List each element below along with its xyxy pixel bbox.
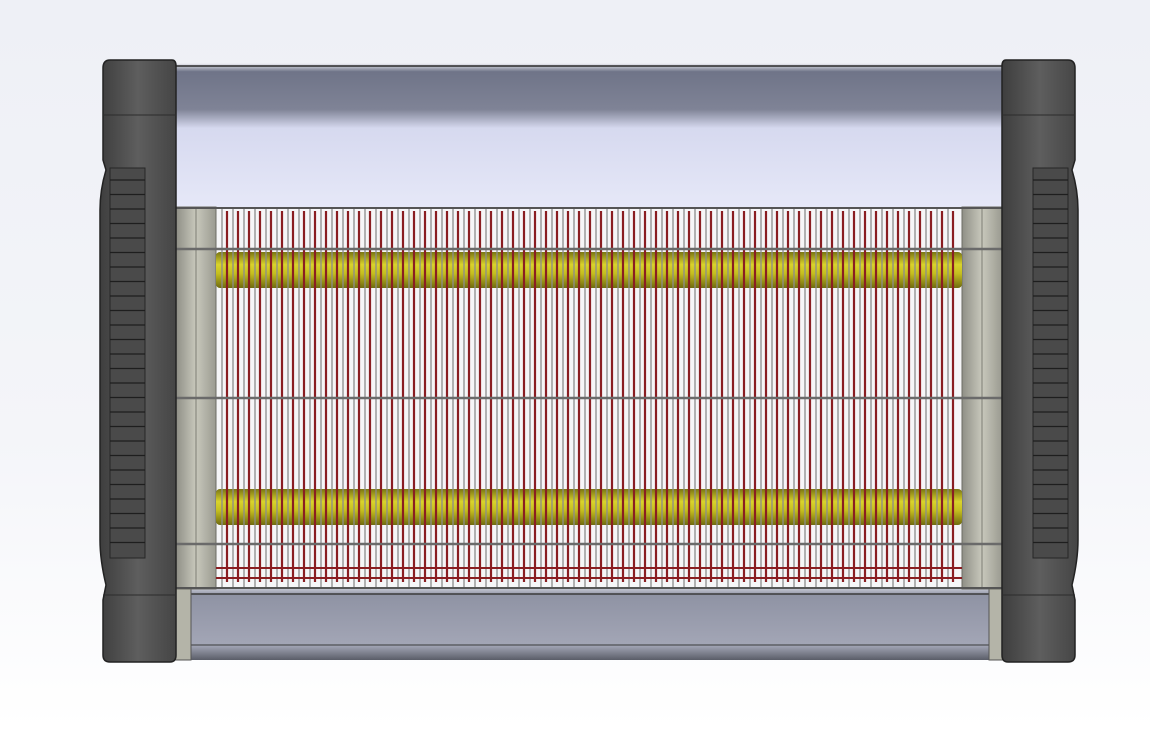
end-cap-right <box>1001 59 1079 663</box>
bottom-tray <box>174 587 1006 661</box>
support-rods <box>176 207 1002 589</box>
inner-grid-wires <box>225 211 955 582</box>
top-tube <box>170 63 1010 208</box>
end-cap-left <box>99 59 177 663</box>
